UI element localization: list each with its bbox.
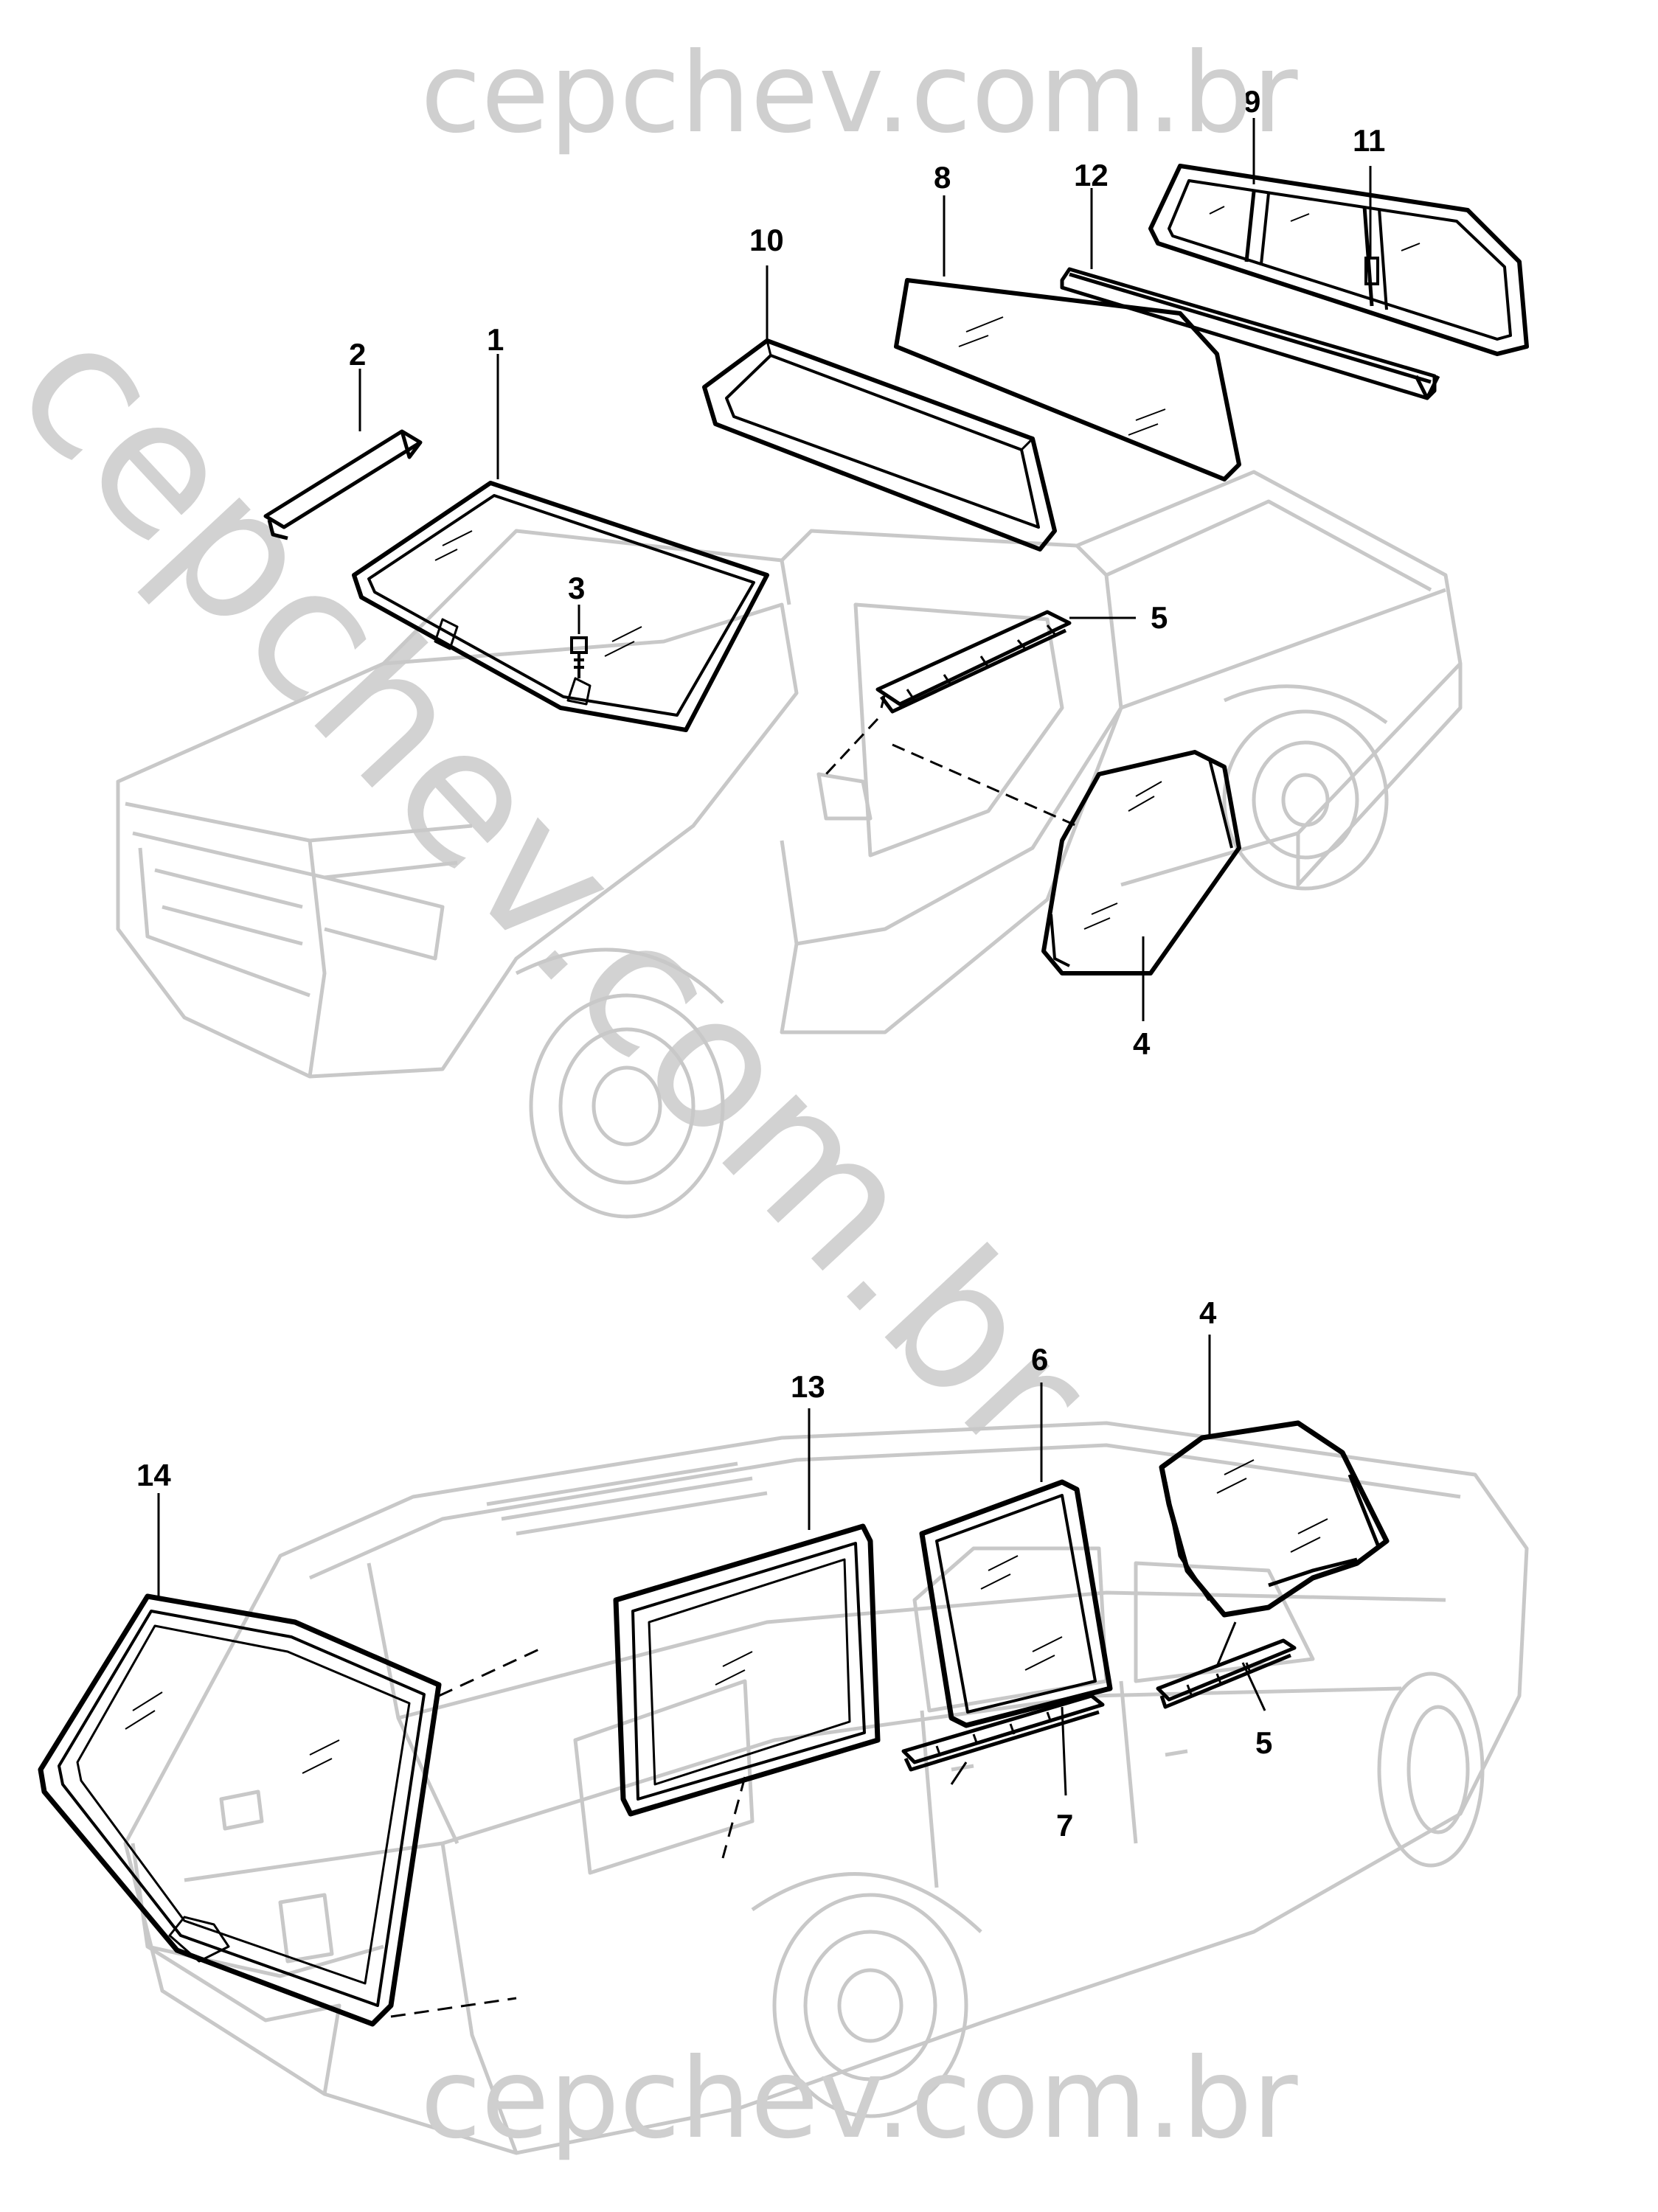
callout-labels: 1 2 3 10 8 12 9 11 5 4 14 13 6 4 5 7 xyxy=(136,84,1385,1843)
door-glass xyxy=(1041,750,1241,975)
callout-7: 7 xyxy=(1056,1808,1073,1843)
rear-window-glass xyxy=(894,278,1241,481)
windshield-glass xyxy=(352,481,769,732)
callout-10: 10 xyxy=(749,223,784,257)
door-window-channel xyxy=(875,610,1072,714)
callout-12: 12 xyxy=(1074,158,1109,192)
dashed-reference-lines-bottom xyxy=(390,1646,746,2018)
rear-door-window-channel xyxy=(901,1694,1105,1772)
callout-3: 3 xyxy=(568,571,585,605)
callout-13: 13 xyxy=(791,1369,825,1404)
window-channel-rail xyxy=(1060,267,1440,400)
callout-11: 11 xyxy=(1353,123,1385,158)
watermark-top: cepchev.com.br xyxy=(420,29,1298,158)
front-door-glass xyxy=(1159,1420,1390,1618)
sliding-window-latch xyxy=(1364,257,1379,285)
leader-lines-bottom xyxy=(157,1335,1266,1796)
callout-14: 14 xyxy=(136,1458,171,1492)
callout-4-top: 4 xyxy=(1133,1026,1151,1061)
rear-side-window-glass xyxy=(613,1523,881,1817)
solid-reference-lines-bottom xyxy=(950,1621,1237,1785)
callout-2: 2 xyxy=(349,337,366,372)
suv-outline xyxy=(123,1421,1529,2155)
rear-door-glass xyxy=(919,1479,1113,1728)
callout-5-top: 5 xyxy=(1151,600,1168,635)
windshield-molding xyxy=(263,429,423,540)
liftgate-glass xyxy=(38,1593,442,2027)
sliding-rear-window xyxy=(1148,164,1529,356)
leader-lines-top xyxy=(358,118,1372,1021)
callout-5-bottom: 5 xyxy=(1255,1725,1272,1760)
callout-4-bottom: 4 xyxy=(1199,1295,1217,1330)
watermark-bottom: cepchev.com.br xyxy=(420,2035,1298,2163)
rear-window-seal xyxy=(702,338,1057,552)
front-door-window-channel xyxy=(1156,1638,1297,1709)
callout-6: 6 xyxy=(1031,1342,1048,1377)
clip-fastener xyxy=(570,636,588,678)
callout-9: 9 xyxy=(1244,84,1260,119)
callout-1: 1 xyxy=(487,322,504,357)
dashed-reference-lines-top xyxy=(825,717,1078,827)
pickup-truck-outline xyxy=(116,470,1463,1219)
callout-8: 8 xyxy=(934,160,951,195)
